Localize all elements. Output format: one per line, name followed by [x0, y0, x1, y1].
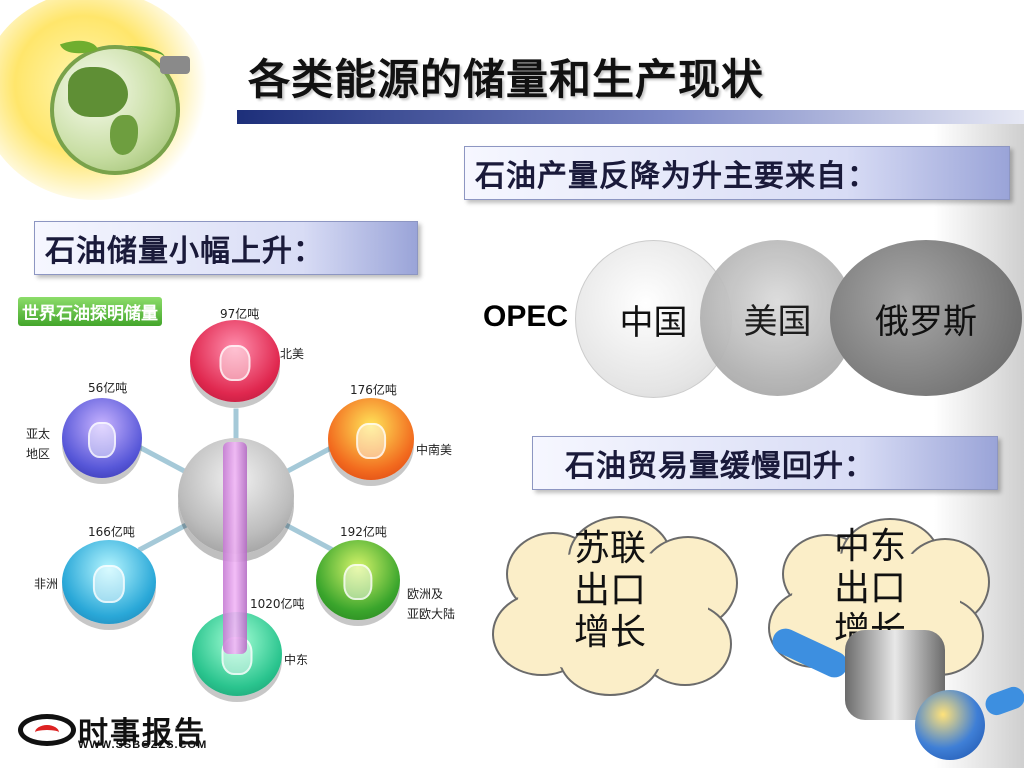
amount-north-america: 97亿吨 — [220, 307, 260, 321]
logo-mark-icon — [18, 714, 76, 746]
disk-core — [219, 344, 251, 382]
cloud-fill — [518, 552, 708, 672]
region-africa: 非洲 — [34, 577, 59, 591]
disk-core — [88, 422, 116, 458]
circle-label: 俄罗斯 — [875, 301, 977, 342]
disk-core — [356, 422, 386, 460]
amount-africa: 166亿吨 — [88, 525, 135, 539]
diagram-title: 世界石油探明储量 — [18, 297, 162, 326]
disk-asia-pacific — [62, 398, 142, 478]
production-label: 石油产量反降为升主要来自： — [464, 146, 1010, 200]
continent-shape — [110, 115, 138, 155]
amount-asia-pacific: 56亿吨 — [88, 381, 128, 395]
page-title: 各类能源的储量和生产现状 — [248, 55, 765, 104]
cloud-text: 苏联 出口 增长 — [560, 528, 660, 654]
amount-europe-eurasia: 192亿吨 — [340, 525, 387, 539]
cloud-ussr: 苏联 出口 增长 — [488, 512, 738, 696]
cloud-line: 出口 — [573, 570, 646, 611]
disk-south-america — [328, 398, 414, 480]
disk-north-america — [190, 320, 280, 402]
globe-icon — [50, 45, 180, 175]
title-underline — [237, 110, 1024, 124]
reserves-label: 石油储量小幅上升： — [34, 221, 418, 275]
publisher-logo: 时事报告 — [18, 708, 206, 752]
cloud-line: 中东 — [833, 526, 906, 567]
trade-label: 石油贸易量缓慢回升： — [532, 436, 998, 490]
region-south-america: 中南美 — [416, 443, 453, 457]
disk-core — [343, 564, 373, 600]
middle-east-pillar — [223, 442, 247, 654]
region-middle-east: 中东 — [284, 653, 309, 667]
disk-core — [92, 565, 126, 603]
circle-russia: 俄罗斯 — [830, 240, 1022, 396]
mascot-globe-icon — [915, 690, 985, 760]
amount-south-america: 176亿吨 — [350, 383, 397, 397]
region-europe-eurasia: 欧洲及 亚欧大陆 — [407, 587, 456, 621]
circle-label: 美国 — [743, 301, 812, 342]
circle-label: 中国 — [619, 302, 688, 343]
logo-text: 时事报告 — [78, 716, 206, 751]
amount-middle-east: 1020亿吨 — [250, 597, 305, 611]
disk-africa — [62, 540, 156, 624]
disk-europe-eurasia — [316, 540, 400, 620]
opec-label: OPEC — [483, 300, 569, 333]
region-asia-pacific: 亚太 地区 — [26, 427, 51, 461]
cloud-line: 增长 — [573, 612, 646, 653]
region-north-america: 北美 — [280, 347, 305, 361]
circle-usa: 美国 — [700, 240, 855, 396]
logo-url: WWW.SSBGZZS.COM — [78, 739, 208, 751]
continent-shape — [68, 67, 128, 117]
cloud-line: 苏联 — [573, 528, 646, 569]
cloud-line: 出口 — [833, 568, 906, 609]
plug-icon — [160, 56, 190, 74]
